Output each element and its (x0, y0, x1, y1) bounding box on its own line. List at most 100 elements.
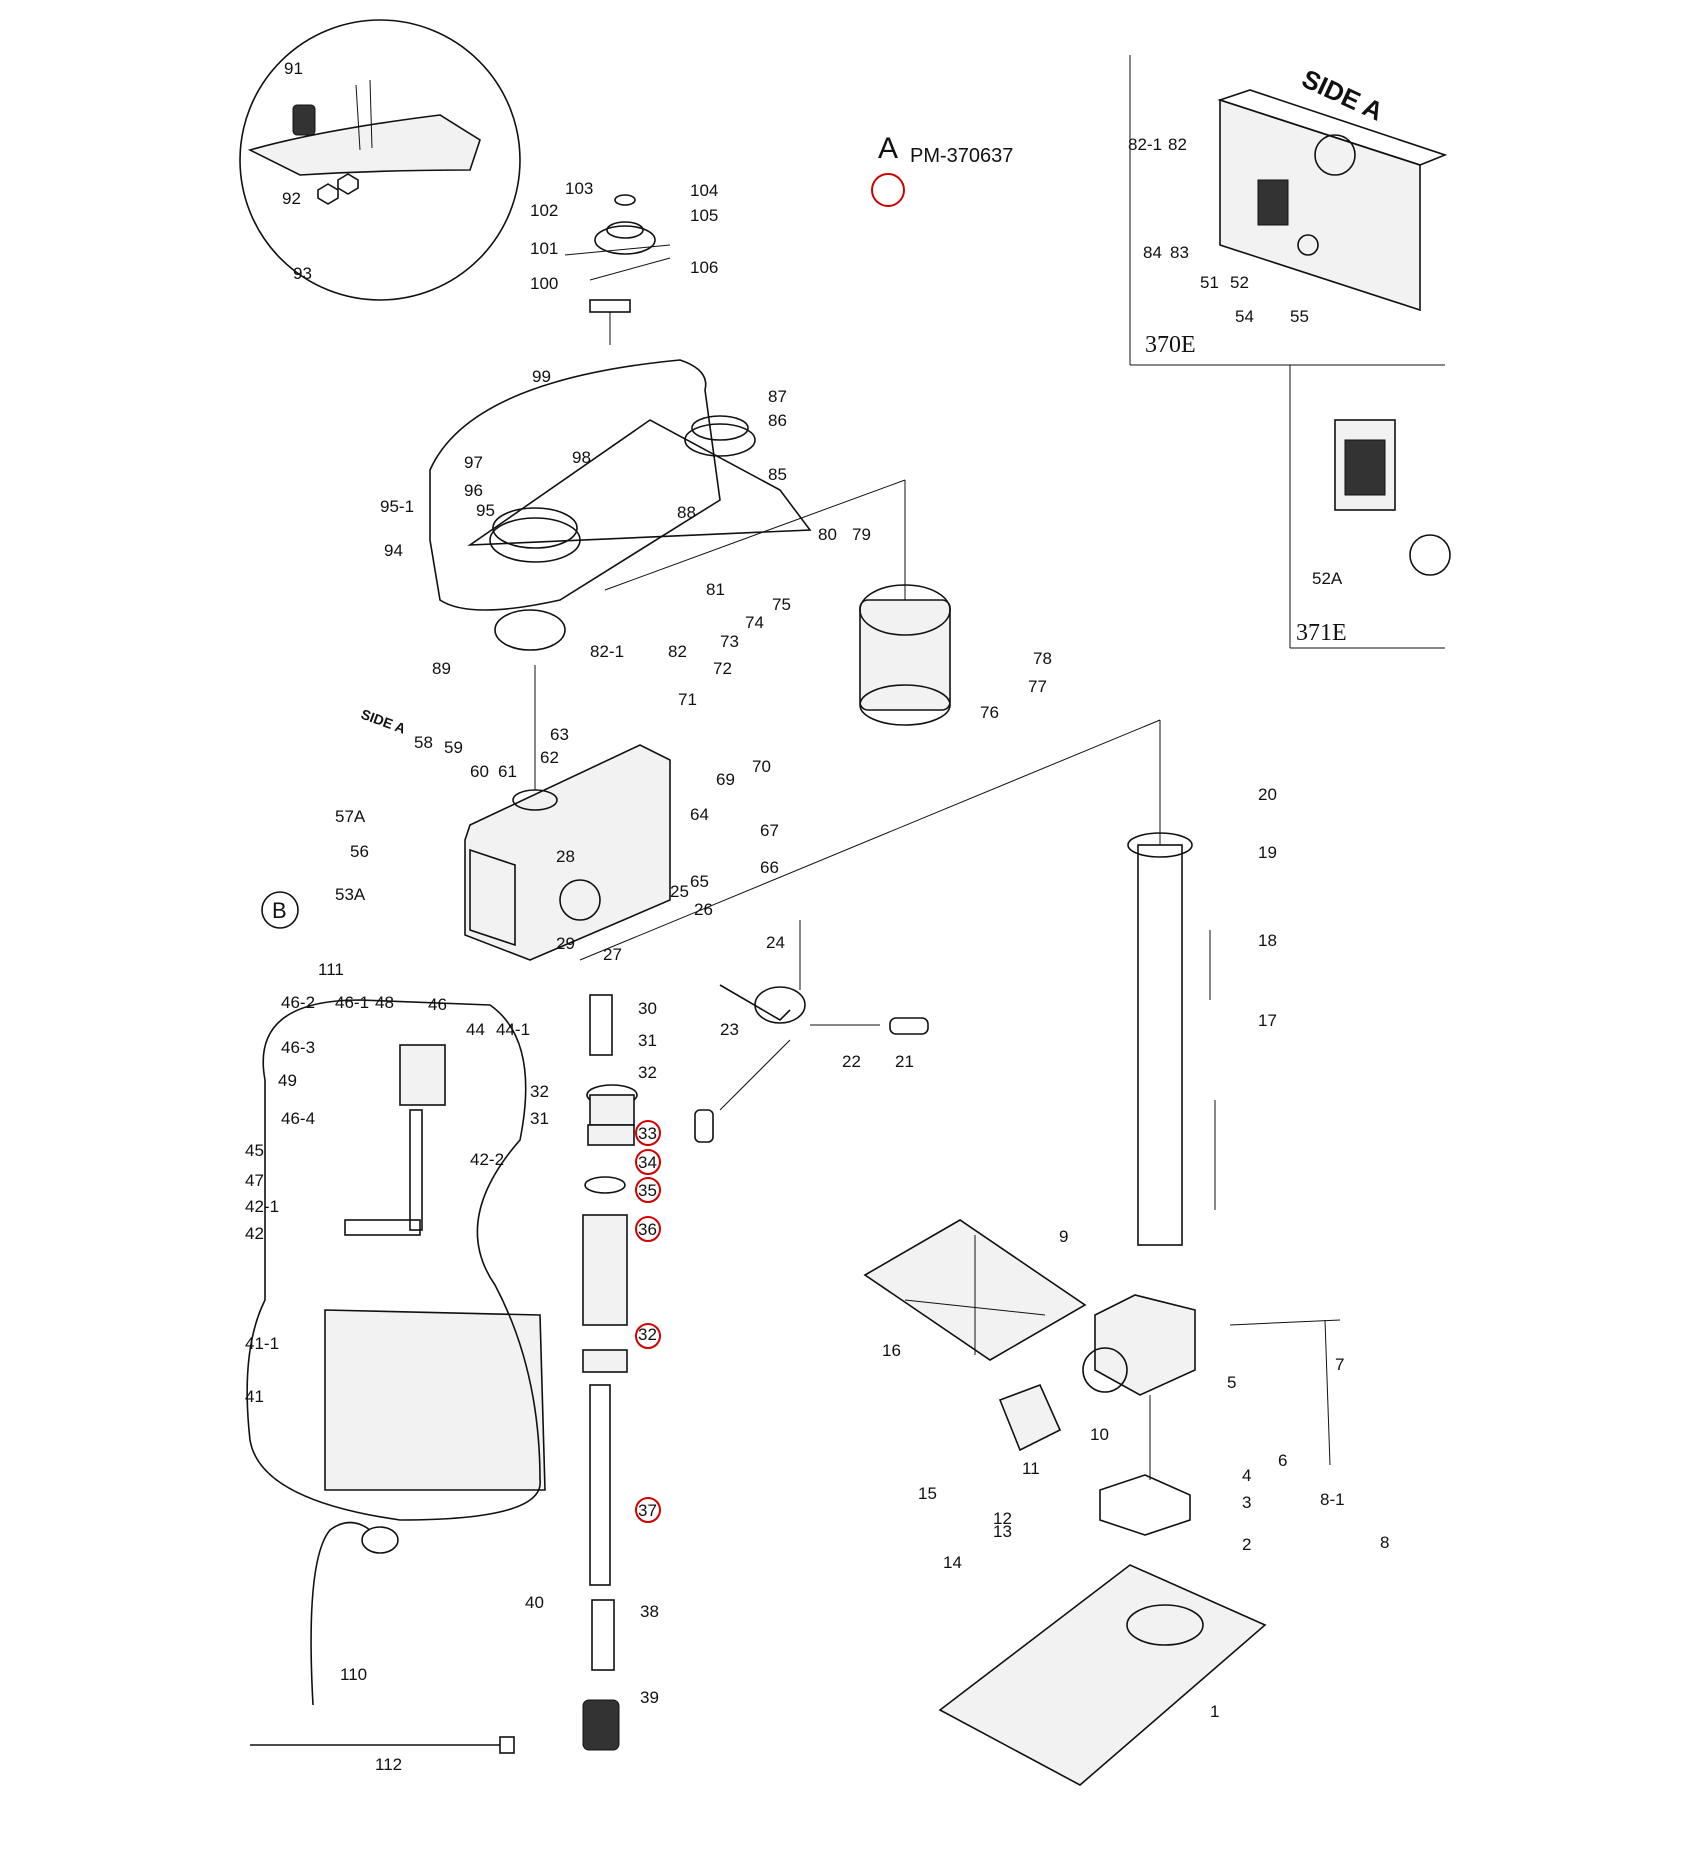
part-label: 103 (565, 179, 593, 198)
part-label: 60 (470, 762, 489, 781)
part-label: 97 (464, 453, 483, 472)
part-label: 38 (640, 1602, 659, 1621)
part-label: 23 (720, 1020, 739, 1039)
motor (859, 560, 951, 726)
part-label: 19 (1258, 843, 1277, 862)
inset-label: 51 (1200, 273, 1219, 292)
inset-label: 82 (1168, 135, 1187, 154)
part-label: 89 (432, 659, 451, 678)
part-label: 69 (716, 770, 735, 789)
pulley-top (564, 194, 671, 345)
part-label: 44 (466, 1020, 485, 1039)
part-label: 4 (1242, 1466, 1251, 1485)
inset-label: 55 (1290, 307, 1309, 326)
part-label: 82-1 (590, 642, 624, 661)
magnifier-inset (239, 19, 521, 301)
part-label: 99 (532, 367, 551, 386)
part-label: 57A (335, 807, 366, 826)
inset-label: 52 (1230, 273, 1249, 292)
part-label: 31 (638, 1031, 657, 1050)
part-label: 26 (694, 900, 713, 919)
chuck-guard-group (246, 999, 546, 1521)
inset-370e-frame (1129, 55, 1448, 366)
inset-label: 52A (1312, 569, 1343, 588)
part-label: 32 (638, 1063, 657, 1082)
part-label: 14 (943, 1553, 962, 1572)
part-label: 105 (690, 206, 718, 225)
part-label: 46-1 (335, 993, 369, 1012)
part-label: 66 (760, 858, 779, 877)
inset-370e-heading: SIDE A (1297, 63, 1388, 127)
part-label: 8 (1380, 1533, 1389, 1552)
part-label: 35 (638, 1181, 657, 1200)
part-label: 62 (540, 748, 559, 767)
highlight-36 (635, 1216, 661, 1242)
feed-handles (694, 920, 929, 1143)
part-label: 32 (638, 1325, 657, 1344)
callout-a-model: PM-370637 (910, 145, 1013, 167)
part-label: 33 (638, 1124, 657, 1143)
highlight-circles (261, 173, 905, 1523)
inset-label: 83 (1170, 243, 1189, 262)
part-label: 86 (768, 411, 787, 430)
part-label: 15 (918, 1484, 937, 1503)
part-label: 42 (245, 1224, 264, 1243)
part-label: 96 (464, 481, 483, 500)
part-label: 88 (677, 503, 696, 522)
part-label: 94 (384, 541, 403, 560)
part-label: 74 (745, 613, 764, 632)
lamp-and-cord (250, 1521, 515, 1754)
part-label: 65 (690, 872, 709, 891)
part-label: 79 (852, 525, 871, 544)
part-label: 106 (690, 258, 718, 277)
part-label: 3 (1242, 1493, 1251, 1512)
part-label: 20 (1258, 785, 1277, 804)
part-label: 92 (282, 189, 301, 208)
part-label: 17 (1258, 1011, 1277, 1030)
part-label: 95-1 (380, 497, 414, 516)
part-label: 13 (993, 1522, 1012, 1541)
part-label: 48 (375, 993, 394, 1012)
part-label: 46-4 (281, 1109, 315, 1128)
part-label: 76 (980, 703, 999, 722)
part-label: 71 (678, 690, 697, 709)
guide-lines (534, 479, 1341, 1480)
part-label: 10 (1090, 1425, 1109, 1444)
belt-guard (429, 359, 812, 651)
highlight-34 (635, 1149, 661, 1175)
part-label: 32 (530, 1082, 549, 1101)
part-label: 27 (603, 945, 622, 964)
part-label: 75 (772, 595, 791, 614)
column (1127, 832, 1216, 1246)
part-label: 56 (350, 842, 369, 861)
spindle-stack (582, 994, 638, 1751)
part-label: 63 (550, 725, 569, 744)
part-label: 42-2 (470, 1150, 504, 1169)
table-bracket (998, 1294, 1196, 1452)
base (938, 1474, 1267, 1786)
part-label: 78 (1033, 649, 1052, 668)
part-label: 81 (706, 580, 725, 599)
part-label: 95 (476, 501, 495, 520)
callout-b-circle (261, 891, 299, 929)
part-label: 77 (1028, 677, 1047, 696)
part-label: 58 (414, 733, 433, 752)
part-label: 45 (245, 1141, 264, 1160)
part-label: 112 (375, 1755, 402, 1774)
part-label: 80 (818, 525, 837, 544)
part-label: 102 (530, 201, 558, 220)
part-label: 47 (245, 1171, 264, 1190)
part-label: 34 (638, 1153, 657, 1172)
part-label: 91 (284, 59, 303, 78)
part-label: 104 (690, 181, 718, 200)
highlight-35 (635, 1177, 661, 1203)
head-casting (464, 744, 671, 961)
part-label: 70 (752, 757, 771, 776)
part-label: 67 (760, 821, 779, 840)
part-label: 11 (1022, 1459, 1040, 1478)
part-label: 40 (525, 1593, 544, 1612)
part-label: 21 (895, 1052, 914, 1071)
part-label: 46-2 (281, 993, 315, 1012)
part-label: 59 (444, 738, 463, 757)
part-label: 16 (882, 1341, 901, 1360)
